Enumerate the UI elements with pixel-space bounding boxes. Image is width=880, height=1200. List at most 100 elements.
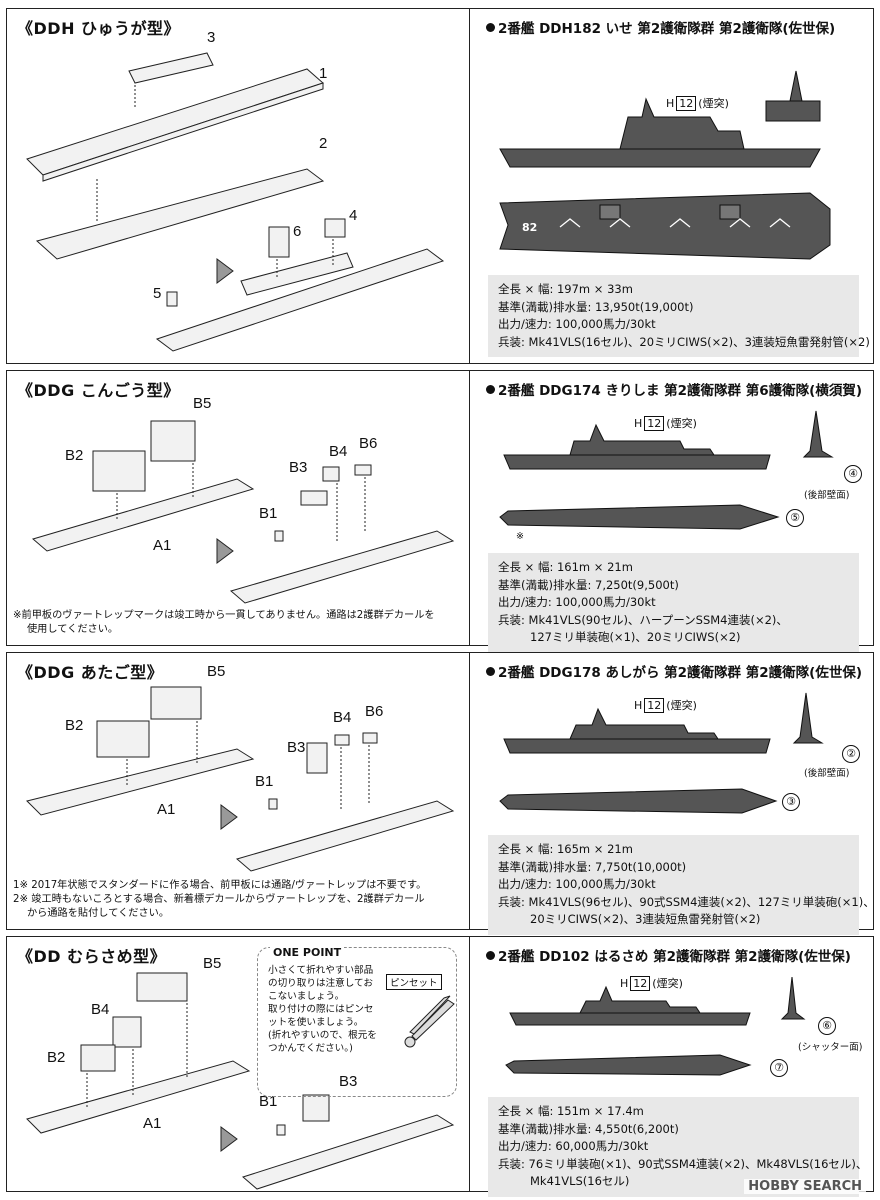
- bullet-icon: [486, 951, 495, 960]
- callout-number: ⑦: [770, 1059, 788, 1077]
- assembly-panel: 《DD むらさめ型》 B5 B4 B2 A1 B1 B3 ONE POINT 小…: [7, 937, 469, 1191]
- section-ddg-kongo: 《DDG こんごう型》 B5 B2 B3 B4 B6 B1 A1 ※前甲板のヴァ…: [6, 370, 874, 653]
- spec-row: 全長 × 幅: 165m × 21m: [498, 842, 633, 856]
- spec-row: 基準(満載)排水量: 7,250t(9,500t): [498, 577, 679, 592]
- part-label: 5: [153, 285, 162, 302]
- section-title: 《DDH ひゅうが型》: [17, 19, 181, 38]
- part-label: B3: [289, 459, 308, 476]
- part-label: B4: [333, 709, 352, 726]
- caption: (後部壁面): [804, 768, 850, 779]
- spec-row: 兵装: Mk41VLS(96セル)、90式SSM4連装(×2)、127ミリ単装砲…: [498, 894, 875, 909]
- assembly-diagram: [26, 686, 455, 872]
- part-label: B1: [255, 773, 274, 790]
- part-label: A1: [153, 537, 172, 554]
- part-label: B5: [207, 663, 226, 680]
- part-label: B2: [47, 1049, 66, 1066]
- spec-row: Mk41VLS(16セル): [530, 1174, 630, 1188]
- ship-profile-views: [499, 410, 834, 530]
- part-label: B5: [203, 955, 222, 972]
- section-ddg-atago: 《DDG あたご型》 B5 B2 B4 B6 B3 B1 A1 1※ 2017年…: [6, 652, 875, 935]
- spec-row: 全長 × 幅: 161m × 21m: [498, 560, 633, 574]
- callout-number: ②: [842, 745, 860, 763]
- part-label: B6: [365, 703, 384, 720]
- spec-box: 全長 × 幅: 165m × 21m 基準(満載)排水量: 7,750t(10,…: [488, 835, 875, 935]
- callout-number: ⑤: [786, 509, 804, 527]
- hull-number: 82: [522, 221, 538, 234]
- part-label: 4: [349, 207, 358, 224]
- spec-box: 全長 × 幅: 161m × 21m 基準(満載)排水量: 7,250t(9,5…: [488, 553, 859, 653]
- spec-row: 全長 × 幅: 151m × 17.4m: [498, 1104, 644, 1118]
- callout-number: ⑥: [818, 1017, 836, 1035]
- spec-row: 127ミリ単装砲(×1)、20ミリCIWS(×2): [530, 630, 741, 644]
- spec-box: 全長 × 幅: 197m × 33m 基準(満載)排水量: 13,950t(19…: [488, 275, 870, 357]
- one-point-tip: ONE POINT 小さくて折れやすい部品 の切り取りは注意してお こないましょ…: [257, 946, 457, 1097]
- assembly-diagram: [31, 420, 455, 604]
- flight-deck-assembly-diagram: [26, 52, 445, 352]
- part-label: B4: [91, 1001, 110, 1018]
- part-label: 1: [319, 65, 328, 82]
- watermark: HOBBY SEARCH: [744, 1179, 866, 1194]
- tip-text: 小さくて折れやすい部品 の切り取りは注意してお こないましょう。 取り付けの際に…: [268, 965, 377, 1054]
- section-title: 《DDG こんごう型》: [17, 381, 180, 400]
- part-label: 2: [319, 135, 328, 152]
- part-label: A1: [143, 1115, 162, 1132]
- spec-row: 兵装: Mk41VLS(16セル)、20ミリCIWS(×2)、3連装短魚雷発射管…: [498, 334, 870, 349]
- part-label: A1: [157, 801, 176, 818]
- spec-row: 20ミリCIWS(×2)、3連装短魚雷発射管(×2): [530, 912, 761, 926]
- spec-row: 出力/速力: 100,000馬力/30kt: [498, 877, 656, 891]
- ship-profile-views: [499, 692, 824, 814]
- assembly-diagram: [26, 972, 455, 1190]
- assembly-panel: 《DDH ひゅうが型》 1 2 3 4 5 6: [7, 9, 469, 363]
- spec-row: 全長 × 幅: 197m × 33m: [498, 282, 633, 296]
- caption: (後部壁面): [804, 490, 850, 501]
- part-label: B3: [287, 739, 306, 756]
- section-ddh-hyuga: 《DDH ひゅうが型》 1 2 3 4 5 6 2番艦 DDH182 いせ 第2…: [6, 8, 874, 364]
- ship-profile-views: [505, 976, 806, 1076]
- bullet-icon: [486, 667, 495, 676]
- callout-number: ③: [782, 793, 800, 811]
- part-label: B2: [65, 717, 84, 734]
- spec-row: 基準(満載)排水量: 13,950t(19,000t): [498, 299, 694, 314]
- part-label: B2: [65, 447, 84, 464]
- bullet-icon: [486, 385, 495, 394]
- section-title: 《DDG あたご型》: [17, 663, 164, 682]
- spec-row: 出力/速力: 100,000馬力/30kt: [498, 317, 656, 331]
- assembly-panel: 《DDG こんごう型》 B5 B2 B3 B4 B6 B1 A1 ※前甲板のヴァ…: [7, 371, 469, 645]
- tweezers-icon: [404, 995, 455, 1048]
- part-label: B1: [259, 1093, 278, 1110]
- ship-header: 2番艦 DDH182 いせ 第2護衛隊群 第2護衛隊(佐世保): [486, 17, 835, 37]
- part-label: B6: [359, 435, 378, 452]
- note-block: ※前甲板のヴァートレップマークは竣工時から一貫してありません。通路は2護群デカー…: [13, 610, 435, 635]
- ship-header: 2番艦 DD102 はるさめ 第2護衛隊群 第2護衛隊(佐世保): [486, 945, 851, 965]
- ship-header: 2番艦 DDG174 きりしま 第2護衛隊群 第6護衛隊(横須賀): [486, 379, 862, 399]
- spec-row: 出力/速力: 100,000馬力/30kt: [498, 595, 656, 609]
- caption: (シャッター面): [798, 1042, 863, 1053]
- assembly-panel: 《DDG あたご型》 B5 B2 B4 B6 B3 B1 A1 1※ 2017年…: [7, 653, 469, 929]
- spec-row: 兵装: 76ミリ単装砲(×1)、90式SSM4連装(×2)、Mk48VLS(16…: [498, 1156, 868, 1171]
- part-label: 6: [293, 223, 302, 240]
- section-dd-murasame: 《DD むらさめ型》 B5 B4 B2 A1 B1 B3 ONE POINT 小…: [6, 936, 874, 1197]
- bullet-icon: [486, 23, 495, 32]
- callout-number: ④: [844, 465, 862, 483]
- note-block: 1※ 2017年状態でスタンダードに作る場合、前甲板には通路/ヴァートレップは不…: [13, 880, 427, 919]
- part-label: B5: [193, 395, 212, 412]
- tweezers-label: ピンセット: [386, 974, 442, 990]
- part-label: B4: [329, 443, 348, 460]
- spec-row: 出力/速力: 60,000馬力/30kt: [498, 1139, 649, 1153]
- part-label: 3: [207, 29, 216, 46]
- section-title: 《DD むらさめ型》: [17, 947, 167, 966]
- spec-row: 兵装: Mk41VLS(90セル)、ハープーンSSM4連装(×2)、: [498, 612, 788, 627]
- spec-row: 基準(満載)排水量: 7,750t(10,000t): [498, 859, 687, 874]
- part-label: B1: [259, 505, 278, 522]
- ship-header: 2番艦 DDG178 あしがら 第2護衛隊群 第2護衛隊(佐世保): [486, 661, 862, 681]
- spec-row: 基準(満載)排水量: 4,550t(6,200t): [498, 1121, 679, 1136]
- tip-title: ONE POINT: [270, 946, 345, 959]
